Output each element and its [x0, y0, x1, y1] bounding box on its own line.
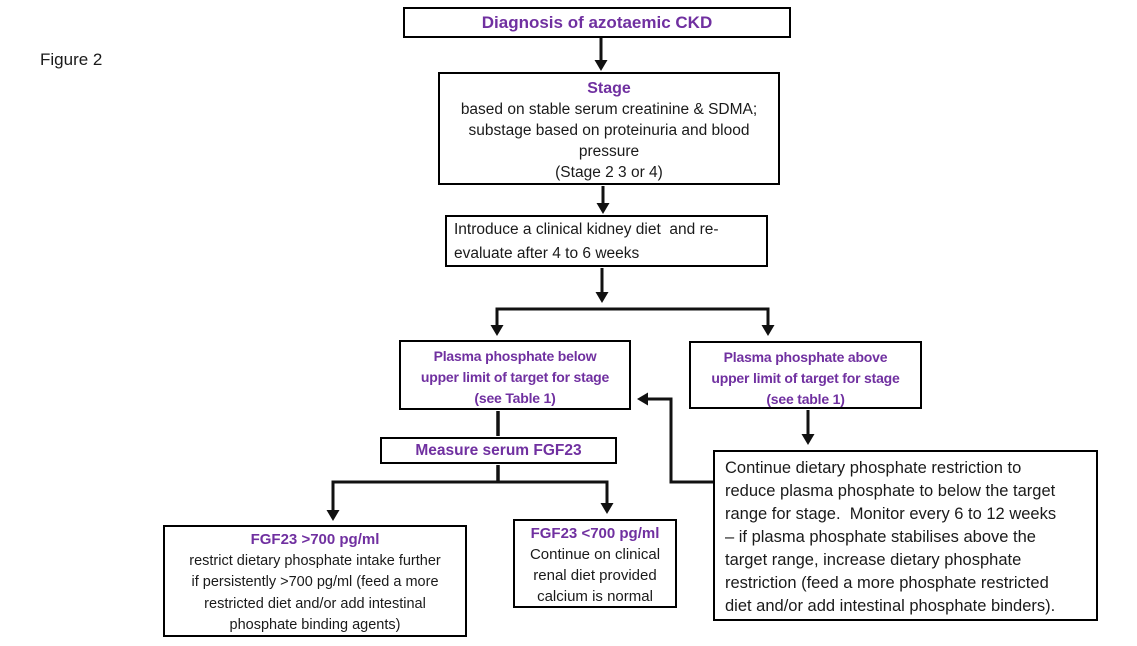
measure-fgf23-title: Measure serum FGF23: [415, 442, 582, 459]
node-measure-fgf23: Measure serum FGF23: [380, 437, 617, 464]
arrowhead-fgf-left: [326, 510, 340, 521]
phosphate-below-title: Plasma phosphate below upper limit of ta…: [420, 348, 610, 406]
node-continue-restriction: Continue dietary phosphate restriction t…: [713, 450, 1098, 621]
stage-body: based on stable serum creatinine & SDMA;…: [460, 101, 758, 181]
arrowhead-continue-to-below: [637, 392, 648, 406]
fgf23-high-title: FGF23 >700 pg/ml: [250, 531, 380, 548]
diagnosis-title: Diagnosis of azotaemic CKD: [481, 13, 713, 32]
node-fgf23-high: FGF23 >700 pg/ml restrict dietary phosph…: [163, 525, 467, 637]
node-fgf23-low: FGF23 <700 pg/ml Continue on clinical re…: [513, 519, 677, 608]
phosphate-above-title: Plasma phosphate above upper limit of ta…: [711, 349, 900, 407]
arrowhead-diagnosis-to-stage: [594, 60, 608, 71]
arrowhead-split-right: [761, 325, 775, 336]
node-kidney-diet: Introduce a clinical kidney diet and re-…: [445, 215, 768, 267]
fgf23-low-title: FGF23 <700 pg/ml: [530, 525, 660, 542]
connector-continue-to-below: [647, 397, 713, 484]
node-stage: Stage based on stable serum creatinine &…: [438, 72, 780, 185]
stage-title: Stage: [587, 80, 631, 97]
node-diagnosis: Diagnosis of azotaemic CKD: [403, 7, 791, 38]
fgf23-high-body: restrict dietary phosphate intake furthe…: [189, 552, 441, 634]
fgf23-low-body: Continue on clinical renal diet provided…: [529, 546, 661, 605]
figure-label: Figure 2: [40, 50, 103, 69]
arrowhead-fgf-right: [600, 503, 614, 514]
arrowhead-above-to-continue: [801, 434, 815, 445]
kidney-diet-body: Introduce a clinical kidney diet and re-…: [454, 221, 719, 262]
continue-restriction-body: Continue dietary phosphate restriction t…: [725, 459, 1057, 615]
arrowhead-diet-to-split: [595, 292, 609, 303]
node-phosphate-below: Plasma phosphate below upper limit of ta…: [399, 340, 631, 410]
node-phosphate-above: Plasma phosphate above upper limit of ta…: [689, 341, 922, 409]
arrowhead-stage-to-diet: [596, 203, 610, 214]
arrowhead-split-left: [490, 325, 504, 336]
